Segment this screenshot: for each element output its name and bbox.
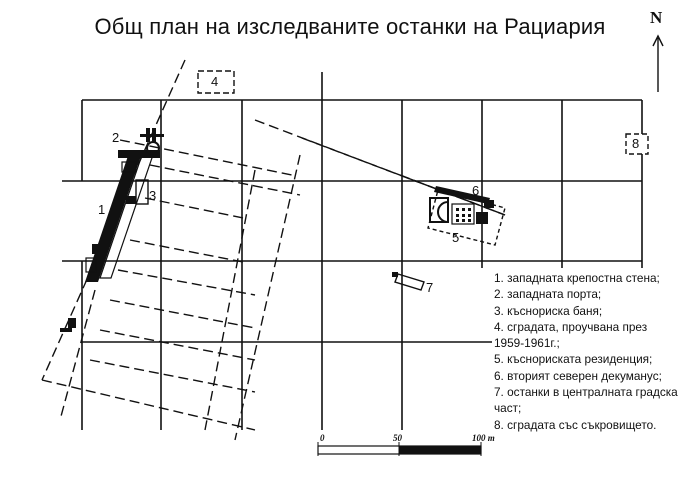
legend-item: 6. вторият северен декуманус; — [494, 368, 662, 383]
north-label: N — [650, 8, 663, 27]
scale-tick-100: 100 m — [472, 433, 495, 443]
site-label-6: 6 — [472, 183, 480, 198]
site-label-2: 2 — [112, 130, 120, 145]
legend-item: 8. сградата със съкровището. — [494, 417, 657, 432]
building-4-outline — [197, 70, 235, 94]
north-arrow-icon — [652, 34, 664, 92]
site-label-5: 5 — [452, 230, 460, 245]
site-label-1: 1 — [98, 202, 106, 217]
legend-item: 2. западната порта; — [494, 287, 602, 302]
map-title: Общ план на изследваните останки на Раци… — [94, 14, 606, 39]
scale-bar — [317, 442, 482, 456]
legend-item: 4. сградата, проучвана през — [494, 319, 648, 334]
central-remains — [392, 272, 425, 291]
legend: 1. западната крепостна стена; 2. западна… — [494, 270, 700, 433]
building-8-outline — [625, 133, 649, 155]
legend-item: 7. останки в централната градска — [494, 385, 678, 400]
site-label-8: 8 — [632, 136, 640, 151]
dashed-street-lines — [41, 59, 506, 441]
site-label-7: 7 — [426, 280, 434, 295]
legend-item: 5. къснориската резиденция; — [494, 352, 653, 367]
legend-item: 3. къснориска баня; — [494, 303, 603, 318]
legend-item: 1959-1961г.; — [494, 336, 560, 351]
western-wall-remains — [60, 128, 164, 332]
legend-item: част; — [494, 401, 522, 416]
scale-tick-0: 0 — [320, 433, 325, 443]
legend-item: 1. западната крепостна стена; — [494, 271, 660, 285]
scale-tick-50: 50 — [393, 433, 402, 443]
site-label-4: 4 — [211, 74, 219, 89]
site-label-3: 3 — [149, 188, 157, 203]
grid-lines — [62, 72, 643, 430]
residence-remains — [427, 186, 506, 246]
